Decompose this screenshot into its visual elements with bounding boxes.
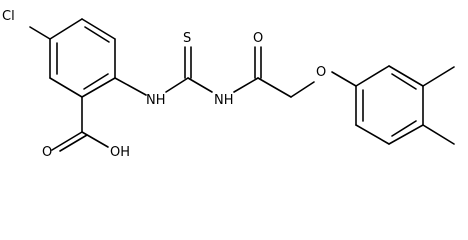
chloro-label: Cl	[2, 9, 15, 24]
hydroxyl-label: OH	[110, 145, 130, 158]
ether-oxygen-label: O	[316, 65, 326, 80]
bond-cl	[29, 26, 51, 40]
bond-c-n2	[187, 77, 213, 93]
bond-c-ch2	[257, 77, 292, 98]
amide-carbonyl	[254, 46, 262, 79]
carboxyl-group	[51, 96, 109, 152]
molecule-drawing: Cl O OH NH S NH O O	[2, 9, 455, 158]
amine-n1-label: NH	[146, 93, 166, 108]
dimethylphenyl-ring	[355, 65, 424, 145]
thiocarbonyl	[184, 46, 192, 79]
bond-ch2-o	[290, 81, 315, 98]
bond-n2-c	[233, 77, 259, 93]
bond-ring-n1	[114, 77, 147, 96]
structure-diagram: Cl O OH NH S NH O O	[2, 9, 455, 158]
bond-n1-c	[165, 77, 189, 93]
carboxyl-oxygen-label: O	[42, 145, 52, 158]
amine-n2-label: NH	[214, 93, 234, 108]
bond-o-ring	[331, 71, 357, 87]
sulfur-label: S	[183, 31, 191, 46]
benzoic-ring	[49, 18, 116, 98]
methyl-bond-lower	[422, 124, 455, 145]
amide-oxygen-label: O	[253, 31, 263, 46]
methyl-bond-upper	[422, 66, 455, 87]
